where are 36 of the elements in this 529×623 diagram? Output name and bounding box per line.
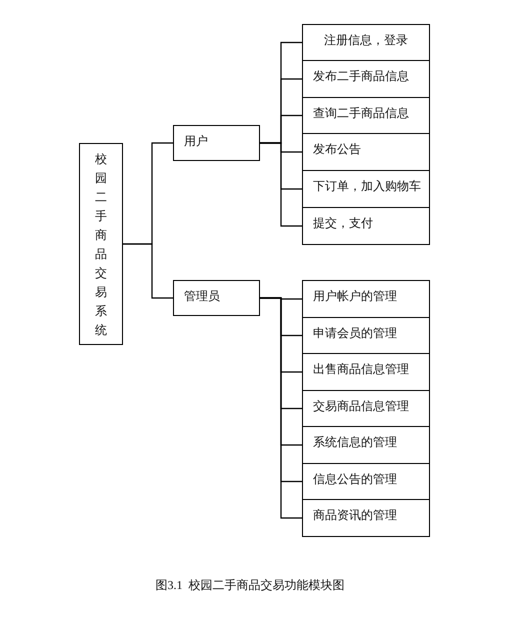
figure-caption: 图3.1 校园二手商品交易功能模块图	[154, 577, 346, 594]
module-box	[302, 317, 430, 354]
module-box	[302, 426, 430, 464]
module-label: 发布二手商品信息	[313, 68, 409, 85]
connector-line	[260, 297, 302, 519]
module-box	[302, 353, 430, 391]
module-box	[302, 207, 430, 245]
module-label: 申请会员的管理	[313, 325, 397, 342]
module-label: 商品资讯的管理	[313, 507, 397, 524]
module-box	[302, 280, 430, 318]
module-box	[302, 24, 430, 61]
module-box	[302, 463, 430, 500]
module-label: 查询二手商品信息	[313, 105, 409, 122]
module-label: 用户	[184, 133, 208, 150]
module-label: 用户帐户的管理	[313, 288, 397, 305]
module-box	[173, 280, 260, 316]
module-box	[302, 60, 430, 98]
module-label: 发布公告	[313, 141, 361, 158]
module-label: 注册信息，登录	[323, 32, 409, 49]
module-box	[302, 170, 430, 208]
module-label: 下订单，加入购物车	[313, 178, 421, 195]
module-label: 信息公告的管理	[313, 471, 397, 488]
connector-line	[123, 243, 173, 299]
module-box	[302, 499, 430, 537]
module-box	[302, 133, 430, 171]
module-label: 系统信息的管理	[313, 434, 397, 451]
module-label: 交易商品信息管理	[313, 398, 409, 415]
module-label: 出售商品信息管理	[313, 361, 409, 378]
module-label: 管理员	[184, 288, 220, 305]
module-box	[302, 97, 430, 134]
module-label: 提交，支付	[313, 215, 373, 232]
module-box	[302, 390, 430, 427]
module-box	[79, 143, 123, 345]
module-box	[173, 125, 260, 161]
connector-line	[260, 142, 302, 227]
module-label: 校园二手商品交易系统	[95, 151, 107, 339]
